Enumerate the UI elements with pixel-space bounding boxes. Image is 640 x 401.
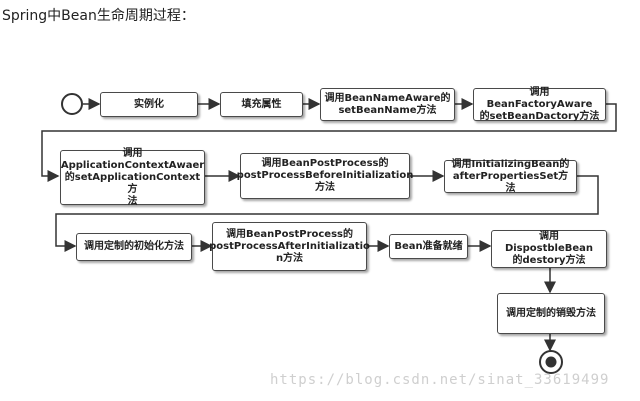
step-instantiate: 实例化 [100, 92, 198, 117]
step-application-context-aware: 调用 ApplicationContextAwaer 的setApplicati… [60, 147, 205, 207]
step-bean-name-aware: 调用BeanNameAware的 setBeanName方法 [320, 88, 455, 121]
step-post-process-after-init: 调用BeanPostProcess的 postProcessAfterIniti… [209, 222, 370, 271]
step-custom-destroy-method: 调用定制的销毁方法 [497, 293, 605, 334]
start-node [61, 93, 83, 115]
arrow-s4-to-s5 [41, 103, 617, 182]
watermark-url: https://blog.csdn.net/sinat_33619499 [270, 372, 610, 388]
end-node-inner [545, 356, 557, 368]
step-bean-factory-aware: 调用BeanFactoryAware 的setBeanDactory方法 [473, 87, 606, 122]
step-initializing-bean: 调用InitializingBean的 afterPropertiesSet方法 [444, 159, 577, 194]
step-populate-properties: 填充属性 [220, 92, 303, 117]
arrow-s7-to-s8 [55, 175, 599, 252]
step-disposable-bean-destroy: 调用DispostbleBean 的destory方法 [491, 230, 607, 268]
step-custom-init-method: 调用定制的初始化方法 [76, 233, 192, 261]
step-post-process-before-init: 调用BeanPostProcess的 postProcessBeforeInit… [237, 153, 413, 199]
step-bean-ready: Bean准备就绪 [389, 234, 468, 259]
page-title: Spring中Bean生命周期过程： [2, 8, 195, 24]
